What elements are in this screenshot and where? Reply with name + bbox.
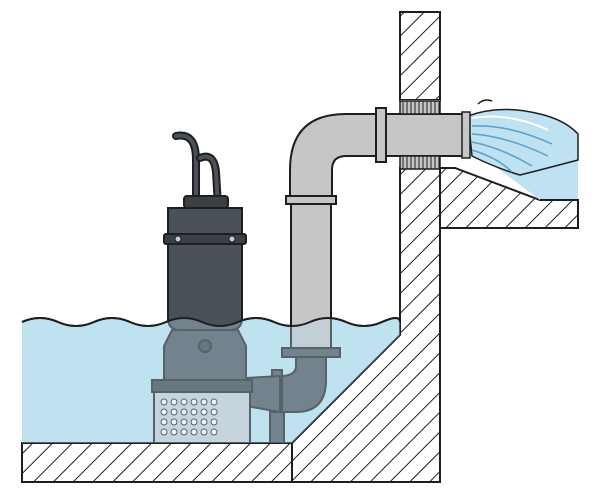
intake-hole (210, 398, 218, 406)
intake-hole (160, 428, 168, 436)
intake-hole (210, 428, 218, 436)
band-bolt-right (228, 235, 236, 243)
intake-hole (200, 418, 208, 426)
elbow-flange (375, 107, 387, 163)
intake-hole (170, 418, 178, 426)
intake-hole (160, 408, 168, 416)
outlet-pipe-horizontal (377, 113, 469, 157)
casing-plug (198, 339, 212, 353)
outlet-water-jet (467, 99, 579, 176)
intake-hole (170, 408, 178, 416)
intake-hole (180, 398, 188, 406)
intake-hole (200, 398, 208, 406)
intake-hole (190, 428, 198, 436)
motor-housing (167, 207, 243, 331)
intake-hole (170, 398, 178, 406)
intake-hole (170, 428, 178, 436)
intake-hole (190, 418, 198, 426)
duckfoot-elbow (279, 356, 327, 413)
water-surface-front (21, 317, 401, 327)
intake-hole (190, 398, 198, 406)
intake-hole (180, 408, 188, 416)
intake-hole (180, 418, 188, 426)
wall-flange (399, 100, 441, 115)
intake-hole (190, 408, 198, 416)
wall-flange-lower (399, 155, 441, 170)
intake-hole (200, 408, 208, 416)
cable-gland (183, 195, 229, 209)
intake-hole (160, 418, 168, 426)
intake-holes (160, 398, 218, 436)
intake-hole (210, 418, 218, 426)
discharge-pipe (269, 100, 471, 444)
riser-flange-top (285, 195, 337, 205)
intake-hole (200, 428, 208, 436)
intake-hole (210, 408, 218, 416)
intake-hole (160, 398, 168, 406)
power-cables (172, 131, 222, 212)
submersible-pump (151, 131, 281, 444)
vertical-wall (399, 11, 441, 101)
band-bolt-left (174, 235, 182, 243)
pipe-elbow-top (289, 113, 385, 201)
intake-hole (180, 428, 188, 436)
motor-band (163, 233, 247, 245)
